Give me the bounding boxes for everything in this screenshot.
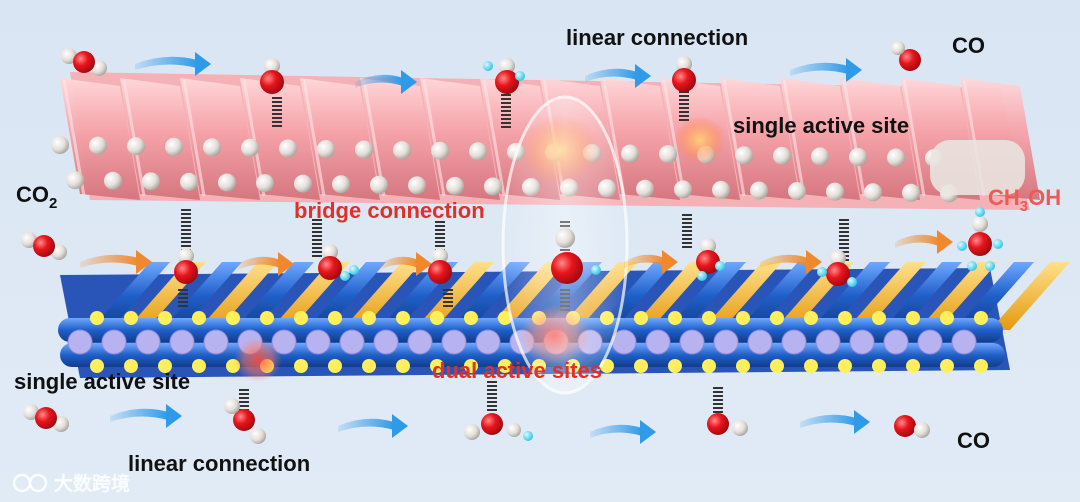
watermark-logo: 大数跨境 bbox=[12, 472, 130, 495]
label-bridge-connection: bridge connection bbox=[294, 198, 485, 223]
label-top-linear-connection: linear connection bbox=[566, 25, 748, 50]
ch3oh-subscript: 3 bbox=[1020, 198, 1028, 215]
label-bottom-linear-connection: linear connection bbox=[128, 451, 310, 476]
label-top-single-active-site: single active site bbox=[733, 113, 909, 138]
label-bottom-co: CO bbox=[957, 428, 990, 453]
label-top-co: CO bbox=[952, 33, 985, 58]
flow-arrows bbox=[80, 52, 953, 444]
label-bottom-single-active-site: single active site bbox=[14, 369, 190, 394]
label-co2: CO2 bbox=[16, 182, 57, 212]
molecules bbox=[21, 41, 1003, 444]
label-ch3oh: CH3OH bbox=[988, 185, 1061, 215]
watermark-text: 大数跨境 bbox=[54, 472, 130, 495]
co2-subscript: 2 bbox=[49, 195, 57, 212]
label-dual-active-sites: dual active sites bbox=[432, 358, 602, 383]
